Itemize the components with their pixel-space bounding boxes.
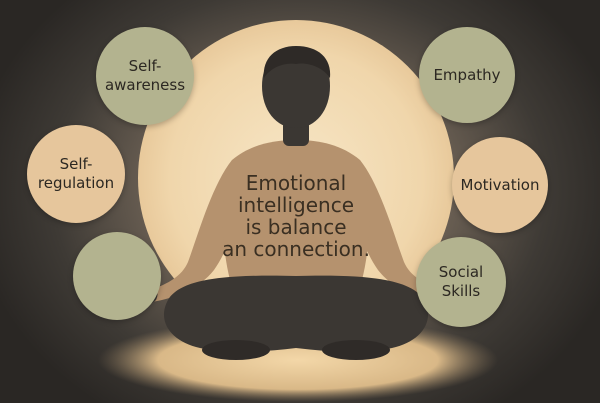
bubble-self-regulation-label: Self- regulation [37, 155, 115, 192]
bubble-self-awareness-label: Self- awareness [104, 57, 186, 94]
bubble-self-awareness: Self- awareness [96, 27, 194, 125]
bubble-empty [73, 232, 161, 320]
bubble-empathy-label: Empathy [433, 65, 501, 84]
head [262, 48, 330, 128]
bubble-motivation-label: Motivation [460, 175, 540, 194]
bubble-self-regulation: Self- regulation [27, 125, 125, 223]
torso [222, 140, 370, 280]
central-message: Emotional intelligence is balance an con… [222, 171, 370, 261]
left-arm [150, 160, 240, 302]
left-foot [202, 340, 270, 360]
right-arm [352, 160, 442, 302]
bubble-social-skills-label: Social Skills [438, 263, 484, 300]
crossed-legs [163, 275, 429, 352]
bubble-motivation: Motivation [452, 137, 548, 233]
hair [263, 46, 331, 78]
right-foot [322, 340, 390, 360]
bubble-social-skills: Social Skills [416, 237, 506, 327]
bubble-empathy: Empathy [419, 27, 515, 123]
